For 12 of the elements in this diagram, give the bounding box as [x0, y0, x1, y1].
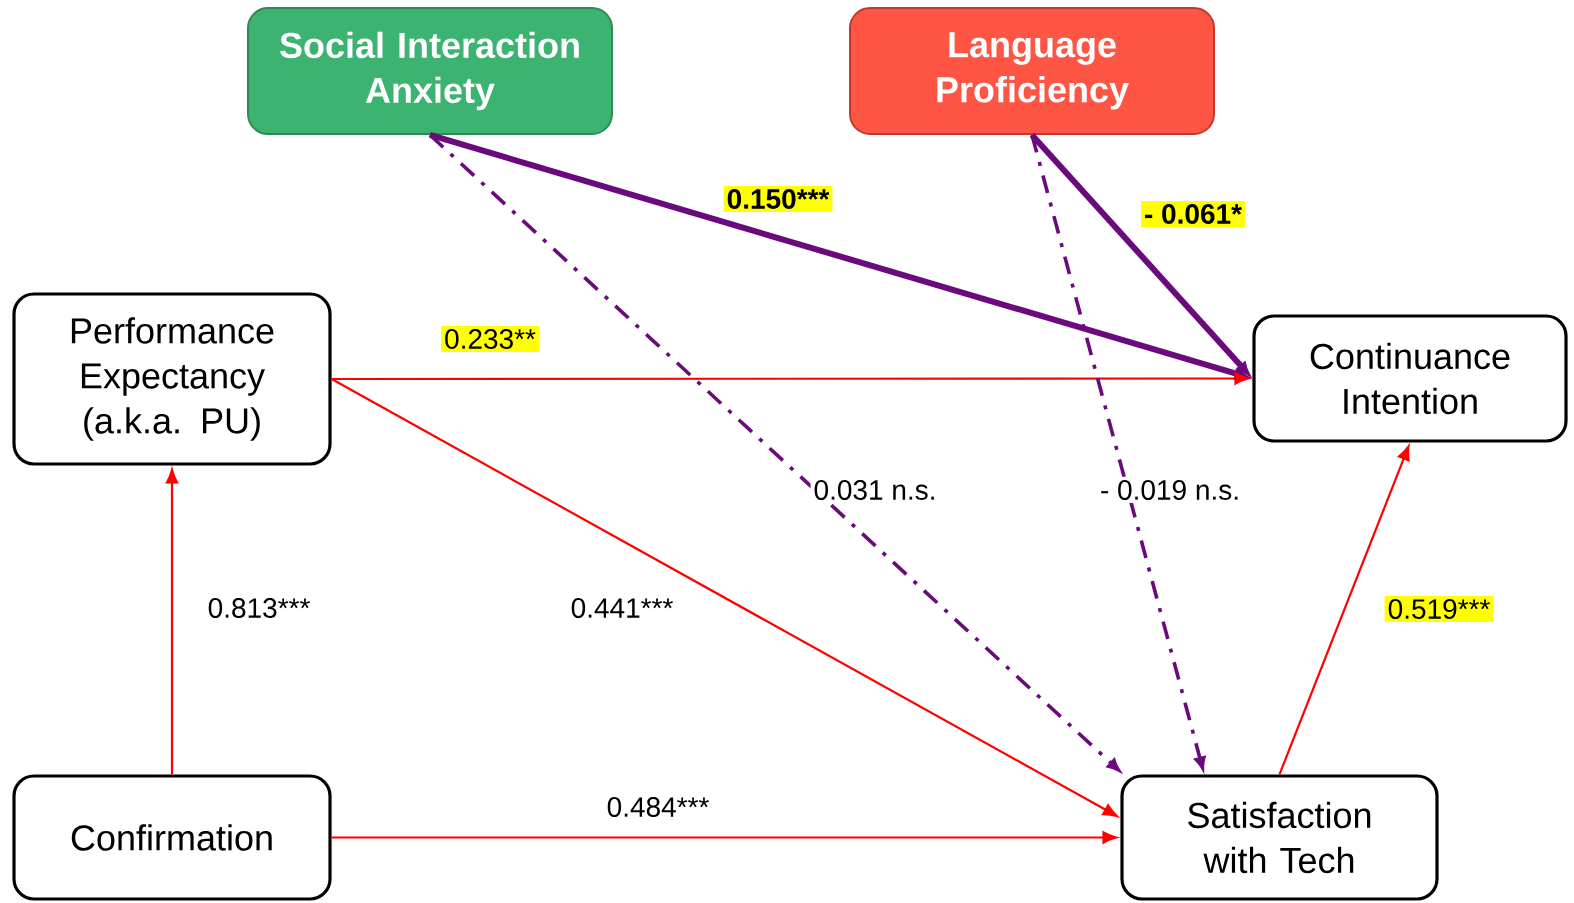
arrow [165, 468, 179, 775]
construct-box: Continuance Intention [1252, 314, 1568, 443]
arrow [1278, 445, 1410, 775]
construct-box: Satisfaction with Tech [1120, 774, 1439, 901]
construct-box: Social Interaction Anxiety [247, 7, 613, 135]
construct-box: Performance Expectancy (a.k.a. PU) [12, 292, 332, 466]
construct-box: Confirmation [12, 774, 332, 901]
construct-box: Language Proficiency [849, 7, 1215, 135]
path-coefficient: 0.519*** [1384, 596, 1494, 622]
path-coefficient: 0.813*** [204, 595, 314, 621]
path-coefficient: 0.484*** [603, 794, 713, 820]
arrow [331, 831, 1118, 844]
